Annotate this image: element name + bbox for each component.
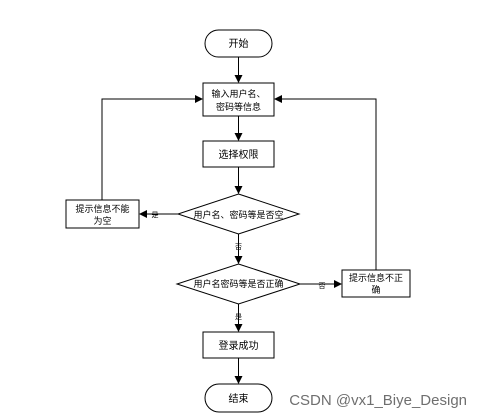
hint-empty-box	[65, 199, 140, 229]
hint-empty-label-line1: 提示信息不能	[75, 203, 129, 215]
input-credentials-label-line1: 输入用户名、	[211, 88, 265, 100]
label-yes-empty: 是	[152, 211, 159, 219]
end-label: 结束	[229, 392, 249, 405]
label-no-empty: 否	[235, 243, 242, 251]
arrow-hint-wrong-back-to-input	[274, 95, 377, 270]
login-success-box	[202, 331, 275, 359]
arrow-hint-empty-back-to-input	[101, 95, 203, 200]
input-credentials-box	[202, 82, 275, 117]
label-no-correct: 否	[319, 282, 326, 290]
csdn-watermark: CSDN @vx1_Biye_Design	[289, 392, 467, 409]
start-label: 开始	[229, 37, 249, 50]
input-credentials-label-line2: 密码等信息	[216, 101, 261, 113]
hint-wrong-box	[341, 269, 411, 298]
login-success-label: 登录成功	[219, 339, 259, 352]
check-correct-label: 用户名密码等是否正确	[193, 278, 283, 290]
hint-wrong-label-line2: 确	[371, 284, 380, 296]
label-yes-correct: 是	[235, 313, 242, 321]
hint-wrong-label-line1: 提示信息不正	[349, 272, 403, 284]
check-empty-label: 用户名、密码等是否空	[193, 209, 283, 221]
end-terminal	[204, 383, 273, 413]
select-permission-label: 选择权限	[219, 148, 259, 161]
hint-empty-label-line2: 为空	[93, 215, 111, 227]
